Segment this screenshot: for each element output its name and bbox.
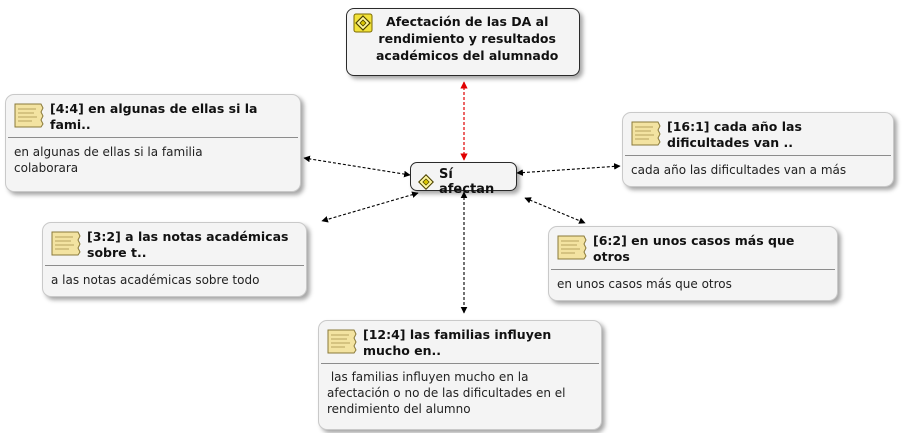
code-node-hub[interactable]: Sí afectan [410,162,517,197]
quotation-title: [12:4] las familias influyen mucho en.. [363,327,552,358]
link-hub-to-q32 [321,191,419,223]
code-diamond-icon [353,13,373,33]
quotation-document-icon [51,231,81,256]
quotation-text: en algunas de ellas si la familia colabo… [14,145,203,175]
link-hub-to-q62 [524,197,586,224]
quotation-node-4-4[interactable]: [4:4] en algunas de ellas si la fami.. e… [5,94,301,192]
divider [321,363,599,364]
quotation-title: [16:1] cada año las dificultades van .. [667,119,802,150]
quotation-title: [4:4] en algunas de ellas si la fami.. [50,101,258,132]
divider [625,155,891,156]
quotation-document-icon [327,329,357,354]
quotation-text: a las notas académicas sobre todo [51,273,260,287]
quotation-text: en unos casos más que otros [557,277,732,291]
main-code-line: rendimiento y resultados [378,31,556,46]
quotation-title: [3:2] a las notas académicas sobre t.. [87,229,289,260]
main-code-line: académicos del alumnado [376,48,559,63]
hub-code-label: Sí afectan [439,167,495,197]
main-code-line: Afectación de las DA al [386,14,549,29]
quotation-text: las familias influyen mucho en la afecta… [327,370,570,416]
quotation-document-icon [631,121,661,146]
quotation-document-icon [14,103,44,128]
code-diamond-icon [418,174,434,190]
link-hub-to-q44 [303,155,411,178]
quotation-document-icon [557,235,587,260]
quotation-node-3-2[interactable]: [3:2] a las notas académicas sobre t.. a… [42,222,307,297]
quotation-node-6-2[interactable]: [6:2] en unos casos más que otros en uno… [548,226,838,301]
quotation-node-12-4[interactable]: [12:4] las familias influyen mucho en.. … [318,320,602,430]
divider [45,265,304,266]
quotation-title: [6:2] en unos casos más que otros [593,233,795,264]
quotation-node-16-1[interactable]: [16:1] cada año las dificultades van .. … [622,112,894,187]
divider [8,137,298,138]
divider [551,269,835,270]
quotation-text: cada año las dificultades van a más [631,163,847,177]
link-hub-to-q161 [516,163,621,176]
code-node-main[interactable]: Afectación de las DA al rendimiento y re… [346,8,580,76]
